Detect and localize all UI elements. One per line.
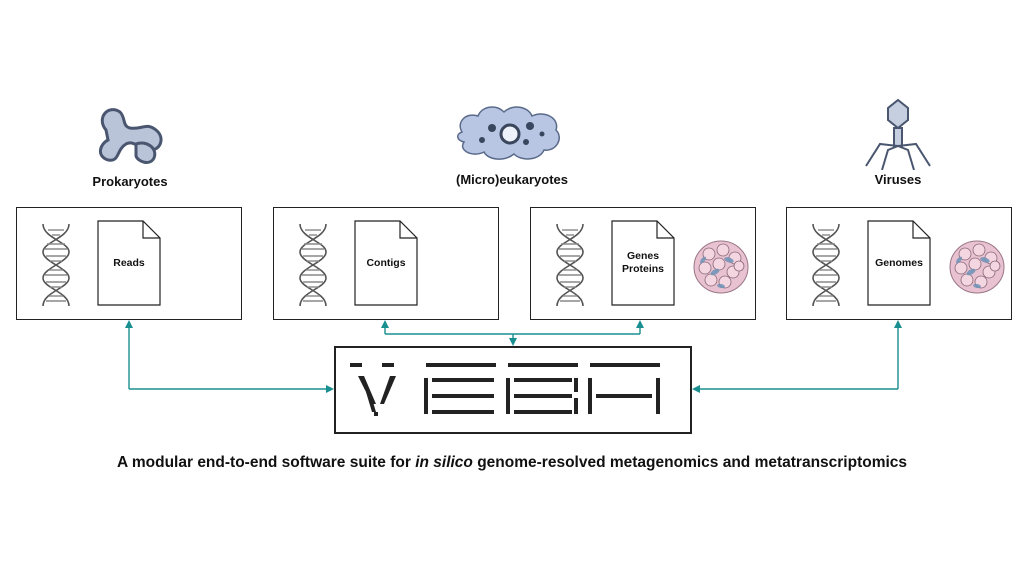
caption-italic: in silico [415, 454, 473, 471]
bacteriophage-icon [865, 98, 931, 170]
panel-genomes: Genomes [786, 207, 1012, 320]
panel-reads: Reads [16, 207, 242, 320]
doc-label-contigs: Contigs [354, 220, 418, 306]
veba-logo [350, 363, 660, 416]
doc-label-line: Proteins [621, 263, 664, 275]
organism-label-prokaryotes: Prokaryotes [92, 174, 168, 189]
doc-label-line: Contigs [366, 256, 406, 269]
doc-label-line: Reads [113, 256, 145, 269]
organism-label-microeukaryotes: (Micro)eukaryotes [456, 172, 568, 187]
doc-label-reads: Reads [97, 220, 161, 306]
organism-label-viruses: Viruses [874, 172, 922, 187]
veba-logo-text: VEBA [690, 348, 691, 349]
panel-contigs: Contigs [273, 207, 499, 320]
amoeba-icon [457, 106, 560, 160]
doc-label-line: Genes [626, 250, 660, 262]
caption-before: A modular end-to-end software suite for [116, 454, 416, 471]
veba-logo-box: VEBA [334, 346, 692, 434]
doc-label-line: Genomes [875, 256, 923, 269]
doc-label-genes-proteins: Genes Proteins [611, 220, 675, 306]
bacterium-icon [99, 108, 163, 164]
panel-genes-proteins: Genes Proteins [530, 207, 756, 320]
caption: A modular end-to-end software suite for … [0, 454, 1024, 472]
doc-label-genomes: Genomes [867, 220, 931, 306]
caption-after: genome-resolved metagenomics and metatra… [472, 454, 908, 471]
